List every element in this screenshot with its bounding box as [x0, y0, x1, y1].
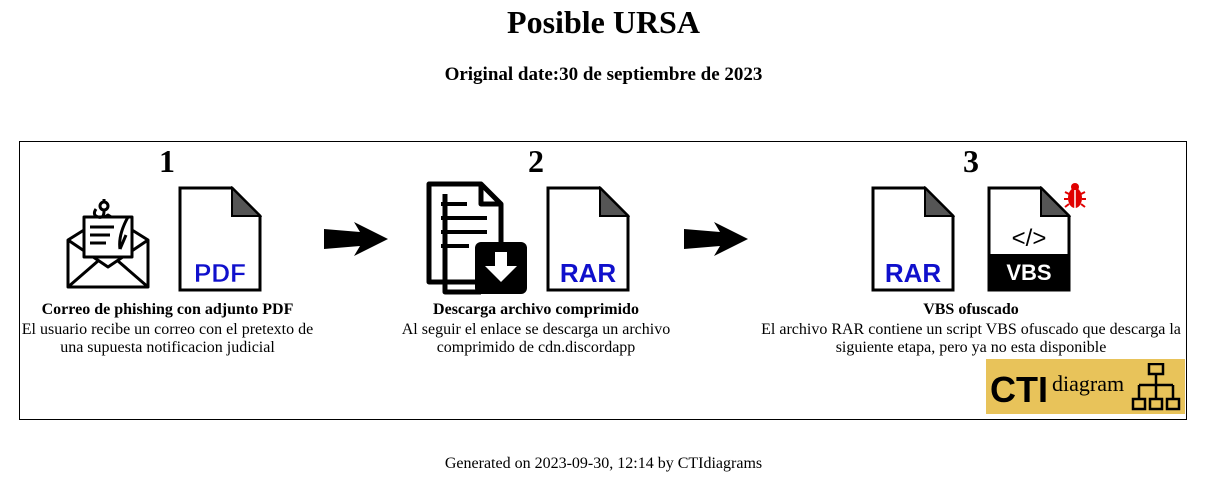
vbs-file-label: VBS: [1006, 260, 1051, 285]
step-2-title: Descarga archivo comprimido: [433, 301, 639, 318]
rar-file-icon: RAR: [546, 186, 630, 292]
page-title: Posible URSA: [507, 4, 700, 40]
diagram-frame: [19, 141, 1187, 420]
footer-generated-text: Generated on 2023-09-30, 12:14 by CTIdia…: [444, 455, 763, 472]
download-document-icon: [426, 181, 527, 295]
pdf-file-label: PDF: [194, 258, 246, 288]
step-3-title: VBS ofuscado: [923, 301, 1019, 318]
arrow-right-icon: [684, 222, 748, 256]
step-1-desc-line2: una supuesta notificacion judicial: [60, 339, 275, 356]
ctidiagram-logo: CTI diagram: [986, 359, 1185, 414]
vbs-script-file-icon: </> VBS: [987, 186, 1071, 292]
phishing-email-icon: [66, 199, 150, 289]
logo-cti-text: CTI: [990, 369, 1048, 410]
step-3-desc-line1: El archivo RAR contiene un script VBS of…: [761, 321, 1181, 338]
step-1-desc-line1: El usuario recibe un correo con el prete…: [21, 321, 314, 338]
step-1-title: Correo de phishing con adjunto PDF: [41, 301, 294, 318]
logo-diagram-text: diagram: [1052, 371, 1125, 396]
step-2-number: 2: [528, 143, 544, 179]
org-chart-icon: [1131, 363, 1181, 411]
step-3-number: 3: [963, 143, 979, 179]
page-subtitle: Original date:30 de septiembre de 2023: [444, 64, 763, 85]
malware-bug-icon: [1064, 183, 1086, 208]
step-1-number: 1: [159, 143, 175, 179]
arrow-right-icon: [324, 222, 388, 256]
script-tag-label: </>: [1012, 225, 1047, 252]
pdf-file-icon: PDF: [178, 186, 262, 292]
rar-file-icon: RAR: [871, 186, 955, 292]
rar-file-label: RAR: [885, 258, 942, 288]
step-3-desc-line2: siguiente etapa, pero ya no esta disponi…: [835, 339, 1107, 356]
rar-file-label: RAR: [560, 258, 617, 288]
step-2-desc-line2: comprimido de cdn.discordapp: [436, 339, 636, 356]
step-2-desc-line1: Al seguir el enlace se descarga un archi…: [401, 321, 671, 338]
